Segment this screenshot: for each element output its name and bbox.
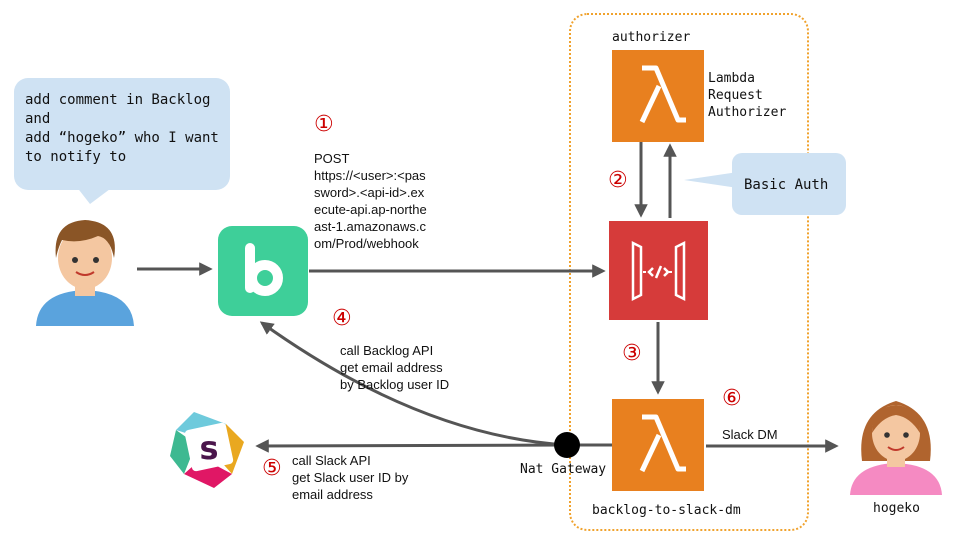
step-3-number: ③ — [622, 341, 642, 366]
backlog-logo — [218, 226, 308, 316]
step-4-text: call Backlog API get email address by Ba… — [340, 343, 450, 392]
authorizer-lambda — [612, 50, 704, 142]
svg-text:s: s — [199, 429, 218, 467]
authorizer-title: authorizer — [612, 30, 691, 45]
lambda-icon — [639, 414, 686, 473]
step-6-text: Slack DM — [722, 427, 778, 442]
hogeko-avatar-icon — [850, 401, 942, 495]
step-1-number: ① — [314, 112, 334, 137]
step-2-number: ② — [608, 168, 628, 193]
authorizer-side-label: Lambda Request Authorizer — [708, 71, 787, 120]
basic-auth-bubble-tail — [684, 172, 738, 188]
basic-auth-bubble: Basic Auth — [732, 153, 846, 215]
lambda-main-title: backlog-to-slack-dm — [592, 503, 741, 518]
step-5-number: ⑤ — [262, 456, 282, 481]
nat-to-slack-arrow — [255, 439, 568, 453]
step-1-text: POST https://<user>:<pas sword>.<api-id>… — [314, 151, 427, 251]
api-gateway-icon — [631, 240, 686, 302]
user-avatar-icon — [36, 220, 134, 326]
nat-gateway-label: Nat Gateway — [520, 462, 607, 477]
user-bubble-text: add comment in Backlog and add “hogeko” … — [25, 92, 219, 165]
step-5-text: call Slack API get Slack user ID by emai… — [292, 453, 409, 502]
nat-gateway-node — [554, 432, 580, 458]
step-4-number: ④ — [332, 306, 352, 331]
step-6-number: ⑥ — [722, 386, 742, 411]
lambda-icon — [639, 65, 686, 124]
user-bubble-tail — [76, 186, 114, 204]
user-speech-bubble: add comment in Backlog and add “hogeko” … — [14, 78, 230, 190]
backlog-b-icon — [245, 243, 283, 296]
api-gateway — [609, 221, 708, 320]
slack-logo-icon: s — [167, 405, 251, 489]
hogeko-label: hogeko — [873, 501, 920, 516]
backlog-to-slack-dm-lambda — [612, 399, 704, 491]
lambda-to-backlog-arrow — [259, 321, 612, 447]
basic-auth-text: Basic Auth — [744, 177, 829, 193]
